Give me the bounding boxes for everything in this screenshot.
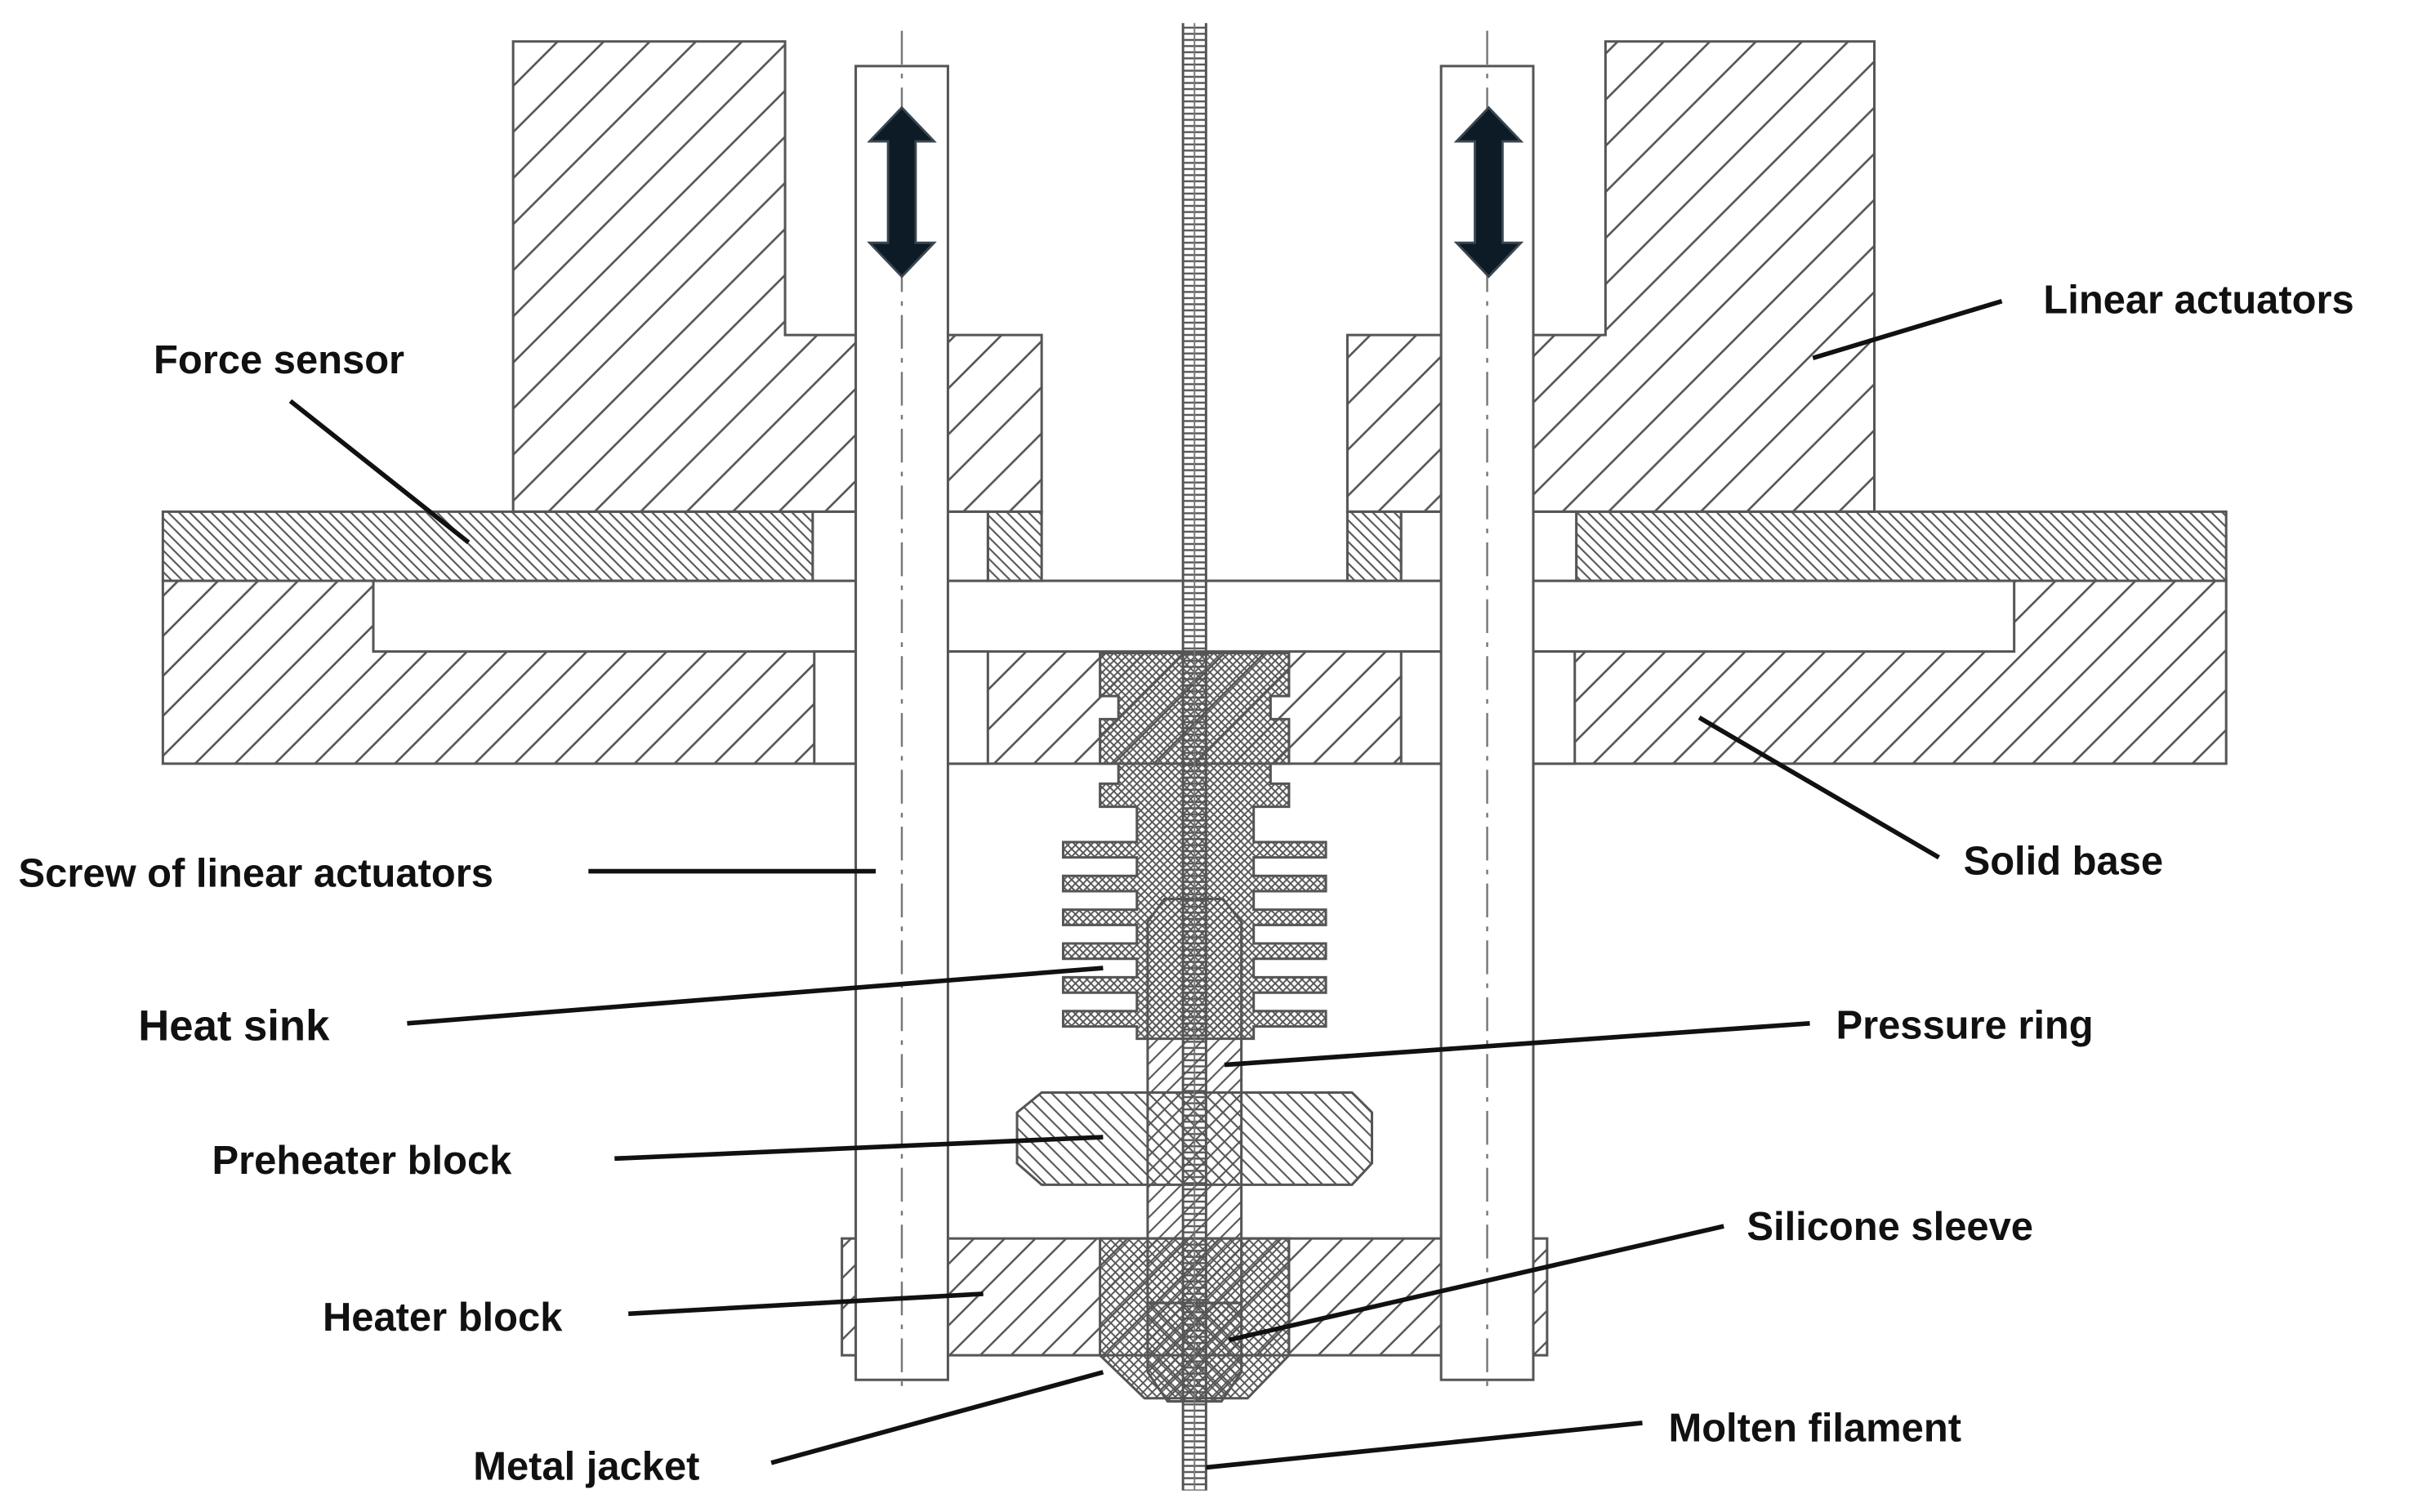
label-silicone-sleeve: Silicone sleeve — [1747, 1205, 2033, 1249]
leader-preheater-block — [614, 1135, 1104, 1162]
leader-force-sensor — [288, 399, 471, 545]
label-pressure-ring: Pressure ring — [1836, 1004, 2093, 1048]
label-metal-jacket: Metal jacket — [473, 1444, 699, 1488]
leader-molten-filament — [1206, 1421, 1643, 1470]
leader-metal-jacket — [770, 1370, 1104, 1465]
label-linear-actuators: Linear actuators — [2043, 279, 2353, 323]
molten-filament — [1181, 23, 1207, 1491]
labels: Force sensor Linear actuators Screw of l… — [19, 279, 2354, 1489]
leader-linear-actuators — [1812, 298, 2003, 360]
leader-lines — [288, 298, 2003, 1470]
leader-heater-block — [628, 1291, 984, 1317]
motion-arrow-right-icon — [1453, 105, 1524, 279]
label-screw-of-linear-actuators: Screw of linear actuators — [19, 851, 493, 895]
screw-left — [854, 30, 949, 1391]
label-molten-filament: Molten filament — [1668, 1406, 1961, 1450]
leader-pressure-ring — [1224, 1020, 1810, 1068]
label-solid-base: Solid base — [1964, 839, 2164, 883]
label-preheater-block: Preheater block — [212, 1139, 513, 1183]
linear-actuator-left — [511, 40, 1043, 513]
label-heater-block: Heater block — [323, 1296, 563, 1340]
leader-silicone-sleeve — [1228, 1224, 1724, 1343]
linear-actuator-right — [1345, 40, 1876, 513]
leader-solid-base — [1697, 716, 1940, 860]
screw-right — [1439, 30, 1535, 1391]
label-force-sensor: Force sensor — [154, 338, 404, 382]
motion-arrow-left-icon — [867, 105, 937, 279]
leader-heat-sink — [407, 966, 1104, 1026]
label-heat-sink: Heat sink — [138, 1001, 330, 1050]
